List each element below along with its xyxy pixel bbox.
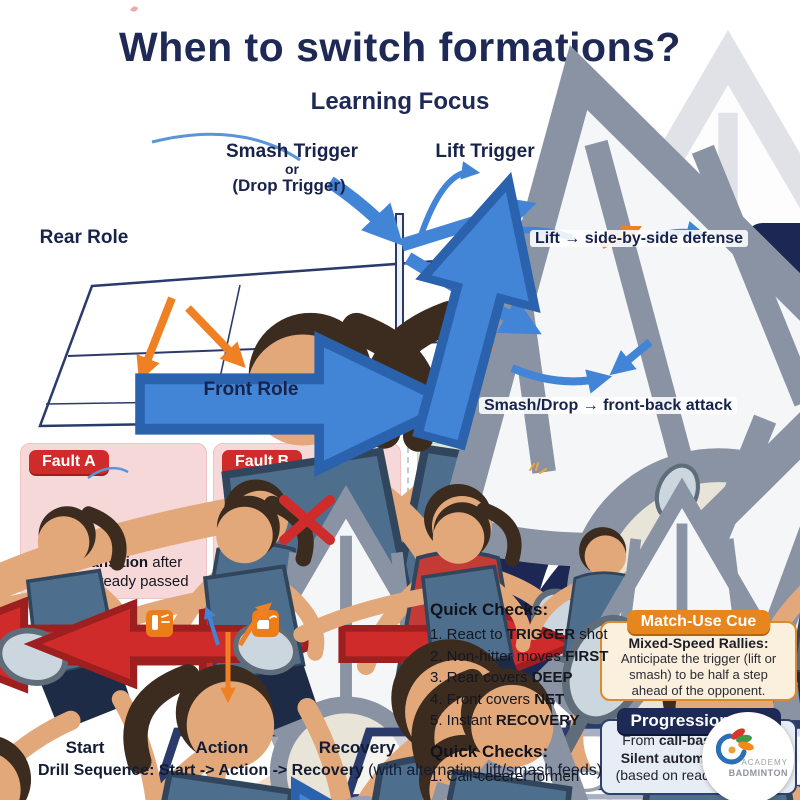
trigger-arrows [136,132,707,394]
adjustment-a-caption: Switch on shot trigger [429,573,589,590]
check-item: 3. Rear covers DEEP [430,669,573,686]
check-item: 2. Non-hitter moves FIRST [430,647,609,665]
fault-b-badge: Fault B [222,450,303,474]
label-rear-role: Rear Role [39,227,129,248]
logo-text: ACADEMY BADMINTON [728,758,788,778]
label-lift-result: Lift → side-by-side defense [509,230,769,248]
label-front-role: Front Role [203,379,299,400]
drill-sequence-caption: Drill Sequence: Start -> Action -> Recov… [38,762,603,779]
feed-icon [146,610,173,637]
fault-a-badge: Fault A [29,450,109,474]
quick-checks-heading: Quick Checks: [430,600,549,619]
match-use-cue-box: Match-Use Cue Mixed-Speed Rallies: Antic… [600,610,797,701]
adjustment-b-caption: Clear role split every exchange [646,554,752,590]
adjustment-a-badge: Adjustment A [426,450,556,474]
label-or: or [285,161,299,177]
page-title: When to switch formations? [119,24,681,70]
panel-divider [407,447,409,595]
adjustment-b-badge: Adjustment B [614,450,744,474]
drill-arrow [133,784,417,800]
fault-a-caption: Late transition after shuttle already pa… [38,554,189,590]
check-item: 5. Instant RECOVERY [430,712,580,729]
label-smash-result: Smash/Drop → front-back attack [478,397,738,415]
panel-adjustment-b: Adjustment B Clear role split every exch… [605,443,793,599]
panel-fault-b: Fault B Both players moving into same ha… [213,443,401,599]
panel-fault-a: Fault A Late transition after shuttle al… [20,443,207,599]
drill-arrow [295,784,579,800]
label-smash-trigger: Smash Trigger [226,141,358,162]
match-use-cue-body: Mixed-Speed Rallies: Anticipate the trig… [620,635,777,698]
academy-logo: ACADEMY BADMINTON [702,712,794,800]
drill-label-recovery: Recovery [318,738,396,757]
quick-checks-heading-2: Quick Checks: [430,741,549,761]
panel-adjustment-a: Adjustment A Switch on shot trigger [417,443,601,599]
quick-checks: Quick Checks: 1. React to TRIGGER shot 2… [430,600,608,787]
check-item: 1. React to TRIGGER shot [430,626,608,643]
label-lift-trigger: Lift Trigger [435,141,535,162]
label-drop-trigger: (Drop Trigger) [232,176,346,195]
fault-b-caption: Both players moving into same half-court… [224,554,390,590]
feed-icon [252,610,279,637]
match-use-cue-badge: Match-Use Cue [626,610,771,634]
net-post [395,213,404,425]
drill-label-action: Action [195,738,249,757]
drill-label-start: Start [65,738,105,757]
check-item: 4. Front covers NET [430,690,565,708]
subtitle: Learning Focus [310,88,490,115]
